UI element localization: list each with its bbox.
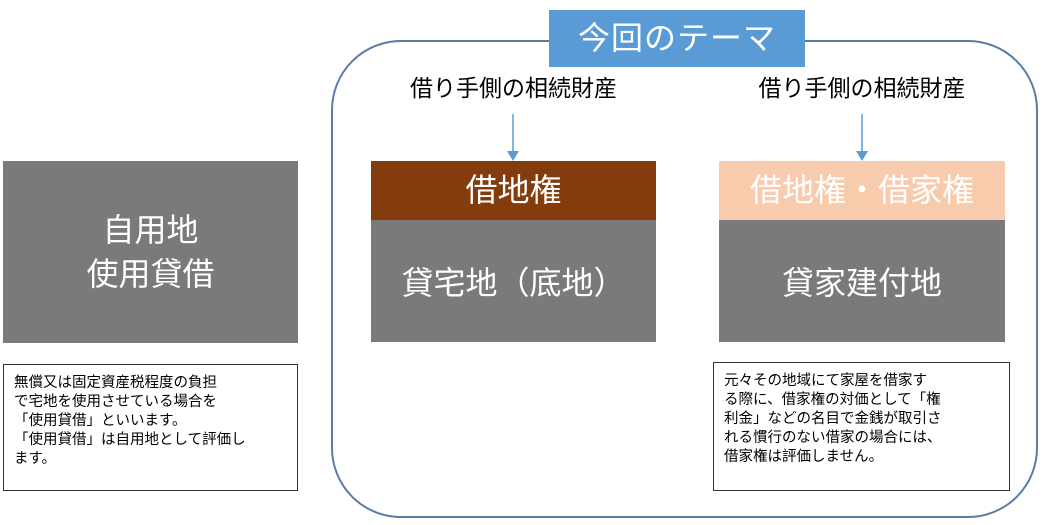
leased-land-box: 貸宅地（底地）: [371, 220, 656, 342]
rental-note-line: 元々その地域にて家屋を借家す: [724, 373, 927, 389]
rental-note-line: る際に、借家権の対価として「権: [724, 392, 941, 408]
rental-note-line: 利金」などの名目で金銭が取引さ: [724, 411, 942, 427]
leasehold-header: 借地権: [371, 161, 656, 220]
rental-note: 元々その地域にて家屋を借家す る際に、借家権の対価として「権 利金」などの名目で…: [713, 362, 1010, 491]
own-use-note-line: ます。: [14, 451, 57, 467]
own-use-line1: 自用地: [102, 211, 199, 249]
theme-title: 今回のテーマ: [549, 10, 805, 67]
rental-note-line: 借家権は評価しません。: [724, 449, 884, 465]
rental-note-line: れる慣行のない借家の場合には、: [724, 430, 942, 446]
left-down-arrow-icon: [507, 114, 519, 161]
own-use-note-line: 「使用貸借」は自用地として評価し: [14, 432, 246, 448]
own-use-line2: 使用貸借: [86, 255, 215, 293]
rental-house-land-box: 貸家建付地: [719, 220, 1005, 342]
own-use-box: 自用地 使用貸借: [3, 161, 298, 343]
own-use-note-line: で宅地を使用させている場合を: [14, 394, 217, 410]
right-down-arrow-icon: [856, 114, 868, 161]
left-inheritance-label: 借り手側の相続財産: [410, 76, 617, 102]
own-use-note: 無償又は固定資産税程度の負担 で宅地を使用させている場合を 「使用貸借」といいま…: [3, 364, 298, 491]
right-inheritance-label: 借り手側の相続財産: [758, 76, 966, 102]
own-use-note-line: 無償又は固定資産税程度の負担: [14, 375, 217, 391]
own-use-note-line: 「使用貸借」といいます。: [14, 413, 187, 429]
lease-rental-header: 借地権・借家権: [719, 161, 1005, 220]
